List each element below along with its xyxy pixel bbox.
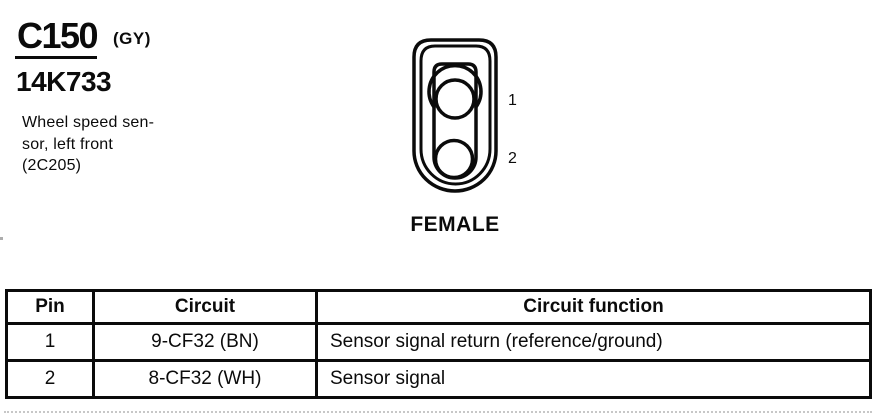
connector-second-shell — [419, 44, 492, 186]
pinout-table: Pin Circuit Circuit function 1 9-CF32 (B… — [5, 289, 872, 399]
header-circuit-function: Circuit function — [315, 289, 872, 325]
header-pin: Pin — [5, 289, 95, 325]
component-description: Wheel speed sen- sor, left front (2C205) — [22, 112, 154, 177]
connector-id-underline — [15, 56, 97, 59]
connector-face-diagram — [412, 38, 498, 193]
header-circuit: Circuit — [92, 289, 318, 325]
pin-1-label: 1 — [508, 92, 517, 109]
description-line-3: (2C205) — [22, 157, 82, 174]
scan-artifact-speck — [0, 237, 3, 240]
table-header-row: Pin Circuit Circuit function — [5, 289, 872, 325]
connector-color-code: (GY) — [113, 29, 151, 48]
keyway-arc — [427, 64, 483, 109]
pin-2-cavity — [433, 138, 475, 180]
part-number: 14K733 — [16, 66, 112, 97]
connector-id: C150 — [17, 15, 99, 56]
description-line-2: sor, left front — [22, 135, 114, 153]
connector-gender-label: FEMALE — [410, 213, 500, 236]
circuit-function-cell: Sensor signal — [315, 359, 872, 399]
connector-outer-shell — [412, 38, 498, 193]
description-line-1: Wheel speed sen- — [22, 114, 155, 131]
pin-cell: 1 — [5, 322, 95, 362]
pin-2-label: 2 — [508, 150, 517, 167]
scan-artifact-line — [4, 411, 872, 413]
circuit-cell: 8-CF32 (WH) — [92, 359, 318, 399]
pin-cell: 2 — [5, 359, 95, 399]
table-row: 1 9-CF32 (BN) Sensor signal return (refe… — [5, 322, 872, 362]
circuit-cell: 9-CF32 (BN) — [92, 322, 318, 362]
pin-1-cavity — [434, 78, 476, 120]
table-row: 2 8-CF32 (WH) Sensor signal — [5, 359, 872, 399]
circuit-function-cell: Sensor signal return (reference/ground) — [315, 322, 872, 362]
